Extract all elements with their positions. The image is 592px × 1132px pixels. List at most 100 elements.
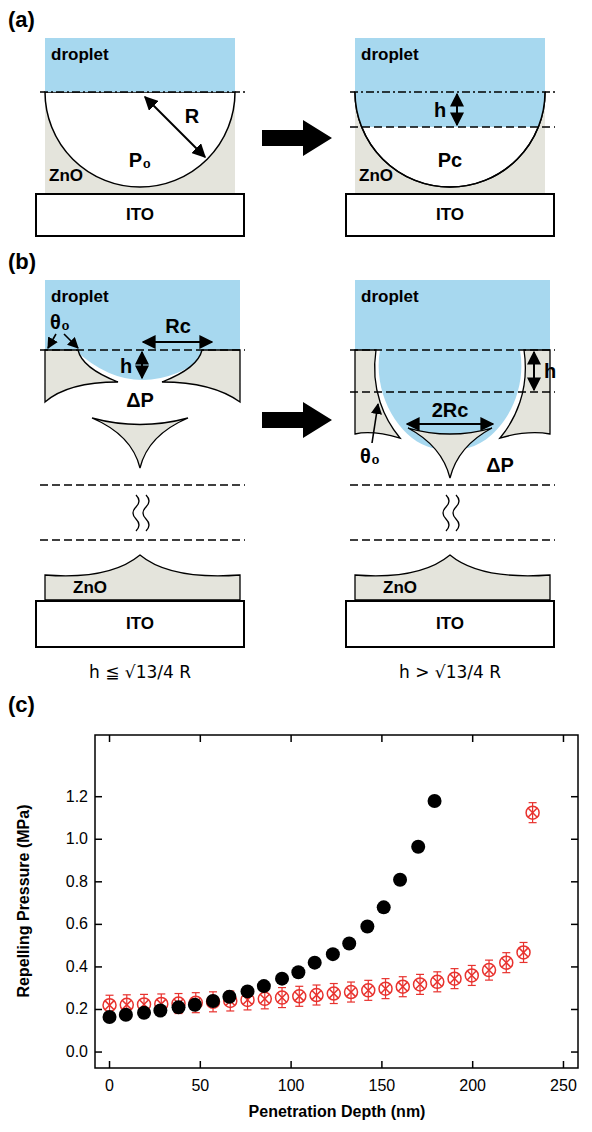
droplet-region: droplet	[45, 280, 240, 350]
black-data-point	[291, 965, 305, 979]
x-tick	[381, 1061, 383, 1068]
dashed-line	[350, 539, 555, 540]
axis-title: Penetration Depth (nm)	[249, 1103, 426, 1121]
error-cap	[485, 980, 493, 981]
y-tick	[571, 1009, 578, 1011]
marker-cross	[312, 990, 321, 999]
error-cap	[399, 976, 407, 977]
black-data-point	[241, 984, 255, 998]
marker-cross	[329, 989, 338, 998]
break-mark	[443, 495, 459, 531]
marker-cross	[381, 984, 390, 993]
zno-grain	[500, 350, 550, 438]
tick-label: 0.0	[66, 1043, 88, 1061]
tick-label: 1.0	[66, 830, 88, 848]
material-label: ZnO	[359, 167, 393, 186]
marker-circle	[483, 964, 496, 977]
marker-cross	[105, 1001, 114, 1010]
marker-cross	[277, 993, 286, 1002]
marker-cross	[398, 982, 407, 991]
symbol-label: h	[544, 360, 556, 382]
angle-arrow	[48, 334, 56, 348]
black-data-point	[377, 900, 391, 914]
marker-circle	[431, 975, 444, 988]
zno-layer	[355, 92, 545, 193]
droplet-region: droplet	[355, 280, 550, 350]
error-cap	[364, 980, 372, 981]
dashed-line	[350, 126, 555, 127]
marker-cross	[519, 948, 528, 957]
node-label: ITO	[126, 615, 154, 634]
dashed-line	[350, 349, 555, 350]
red-data-point	[276, 988, 289, 1008]
marker-cross	[528, 808, 537, 817]
symbol-label: 2Rc	[432, 399, 469, 421]
symbol-label: ΔP	[486, 454, 514, 476]
tick-label: 0	[105, 1077, 114, 1095]
transition-arrow	[262, 402, 332, 438]
y-tick	[95, 924, 102, 926]
marker-cross	[346, 987, 355, 996]
zno-grain	[45, 555, 240, 600]
depth-arrow	[456, 94, 458, 125]
depth-arrow	[141, 352, 143, 378]
marker-circle	[500, 956, 513, 969]
x-tick	[109, 735, 111, 742]
zno-grain	[162, 350, 240, 402]
plot-frame	[95, 735, 578, 1068]
droplet-bulge	[379, 350, 522, 448]
x-tick	[290, 735, 292, 742]
node-label: ITO	[436, 615, 464, 634]
black-data-point	[206, 994, 220, 1008]
error-cap	[451, 968, 459, 969]
marker-circle	[327, 987, 340, 1000]
dashed-line	[40, 91, 245, 92]
droplet-fill	[45, 38, 235, 92]
error-cap	[502, 972, 510, 973]
black-data-point	[275, 972, 289, 986]
marker-circle	[448, 972, 461, 985]
error-cap	[529, 802, 537, 803]
red-data-point	[345, 982, 358, 1002]
node-label: droplet	[361, 288, 419, 307]
marker-circle	[526, 806, 539, 819]
y-tick	[571, 966, 578, 968]
black-data-point	[360, 920, 374, 934]
marker-cross	[260, 994, 269, 1003]
depth-arrow	[533, 352, 535, 390]
angle-arrow	[372, 404, 378, 443]
x-tick	[381, 735, 383, 742]
node-label: droplet	[361, 46, 419, 65]
marker-cross	[502, 958, 511, 967]
red-data-point	[310, 985, 323, 1005]
marker-cross	[484, 966, 493, 975]
red-data-point	[526, 803, 539, 823]
marker-cross	[433, 977, 442, 986]
error-cap	[295, 1006, 303, 1007]
pore-outline	[355, 92, 545, 187]
dashed-line	[40, 484, 245, 485]
error-cap	[468, 985, 476, 986]
y-tick	[95, 839, 102, 841]
error-cap	[226, 1010, 234, 1011]
tick-label: 0.6	[66, 916, 88, 934]
chart	[95, 735, 578, 1068]
error-cap	[313, 1004, 321, 1005]
y-tick	[571, 796, 578, 798]
node-label: ITO	[126, 206, 154, 225]
zno-layer	[45, 92, 235, 193]
condition-label: h ≦ √13/4 R	[89, 663, 191, 682]
droplet-region: droplet	[45, 38, 235, 92]
droplet-fill	[45, 280, 240, 350]
marker-circle	[379, 982, 392, 995]
symbol-label: Pc	[438, 149, 462, 171]
ito-substrate: ITO	[345, 600, 555, 648]
material-label: ZnO	[49, 167, 83, 186]
error-cap	[209, 991, 217, 992]
ito-substrate: ITO	[35, 600, 245, 648]
error-cap	[123, 994, 131, 995]
dashed-line	[350, 391, 555, 392]
red-data-point	[396, 977, 409, 997]
